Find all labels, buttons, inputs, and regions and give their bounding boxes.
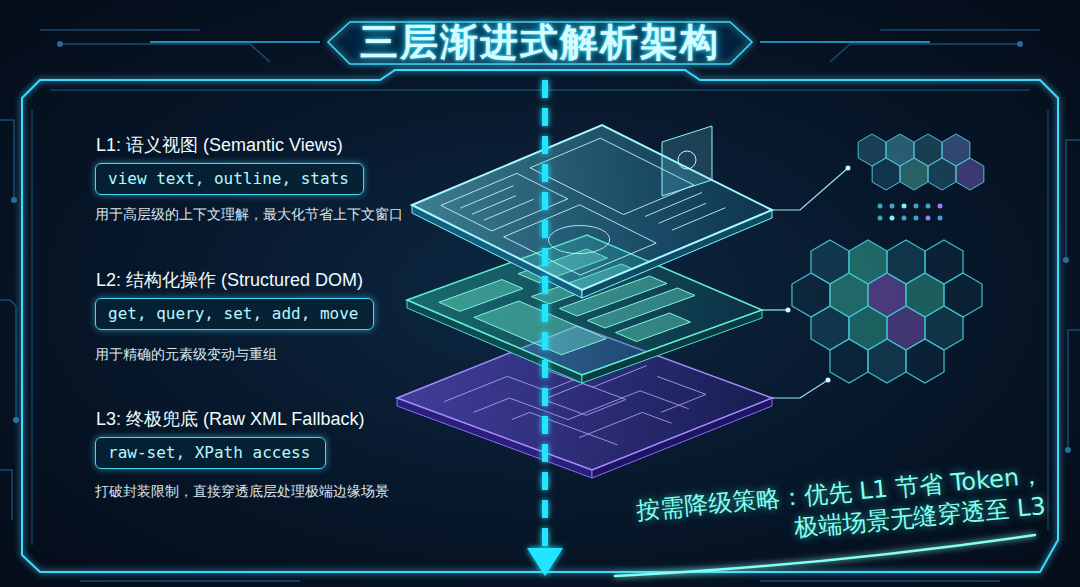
plate-l1 [412,125,772,290]
trace [0,470,12,520]
trace [60,44,270,62]
hex-cluster-middle [792,240,982,383]
frame-border [22,70,1058,572]
leader-line [772,168,848,210]
layer-description: 用于高层级的上下文理解，最大化节省上下文窗口 [95,206,403,224]
pad [11,197,17,203]
trace [1066,140,1080,260]
hex-cluster-top [858,134,984,190]
trace [880,29,1040,31]
dot [890,216,895,221]
trace [1068,330,1080,450]
dot [786,308,791,313]
trace [0,120,14,200]
pad [57,41,63,47]
code-box: L2: 结构化操作 (Structured DOM)get, query, se… [95,298,374,330]
dot [826,378,831,383]
dot [846,166,851,171]
arrow-shaft [542,80,548,548]
flow-arrow [527,80,563,576]
hex-tile [900,158,928,190]
dot [938,216,943,221]
code-box: L3: 终极兜底 (Raw XML Fallback)raw-set, XPat… [95,437,326,469]
trace [0,300,16,420]
hex-tile [906,339,944,383]
pad [1063,257,1069,263]
dot [878,204,883,209]
diagram-title: 三层渐进式解析架构 [360,17,720,68]
layer-stack [397,125,772,478]
layer-heading: L1: 语义视图 (Semantic Views) [96,133,343,157]
screen-icon [678,151,696,169]
block [616,313,691,342]
circuit-traces [0,30,1080,581]
panel [504,205,657,275]
leader-line [772,380,828,398]
layer-heading: L2: 结构化操作 (Structured DOM) [96,268,363,292]
dot [878,216,883,221]
leader-line [762,309,788,310]
dot [938,204,943,209]
arrow-head [527,548,563,576]
dot [902,216,907,221]
dot [902,204,907,209]
layer-heading: L3: 终极兜底 (Raw XML Fallback) [96,407,364,431]
hex-tile [872,158,900,190]
layer-description: 用于精确的元素级变动与重组 [95,346,277,364]
trace [760,580,1000,582]
dot [914,216,919,221]
dot [890,204,895,209]
hex-tile [830,339,868,383]
command-list: get, query, set, add, move [108,303,358,325]
hex-tile [928,158,956,190]
trace [40,29,200,31]
panel [441,173,568,231]
pad [1065,447,1071,453]
pad [1017,41,1023,47]
dot [914,204,919,209]
dot [926,216,931,221]
floating-screen [662,126,712,196]
trace [830,44,1020,62]
hex-tile [868,339,906,383]
command-list: raw-set, XPath access [108,442,310,464]
dot [926,204,931,209]
dot-grid [878,204,943,221]
trace [80,580,300,582]
chip [543,384,626,416]
layer-description: 打破封装限制，直接穿透底层处理极端边缘场景 [95,483,389,501]
code-box: L1: 语义视图 (Semantic Views)view text, outl… [95,163,364,195]
strategy-note: 按需降级策略：优先 L1 节省 Token， 极端场景无缝穿透至 L3 [631,460,1047,558]
pad [13,417,19,423]
hex-tile [956,158,984,190]
gauge [536,220,622,260]
command-list: view text, outline, stats [108,168,349,190]
plate-face [412,125,772,290]
